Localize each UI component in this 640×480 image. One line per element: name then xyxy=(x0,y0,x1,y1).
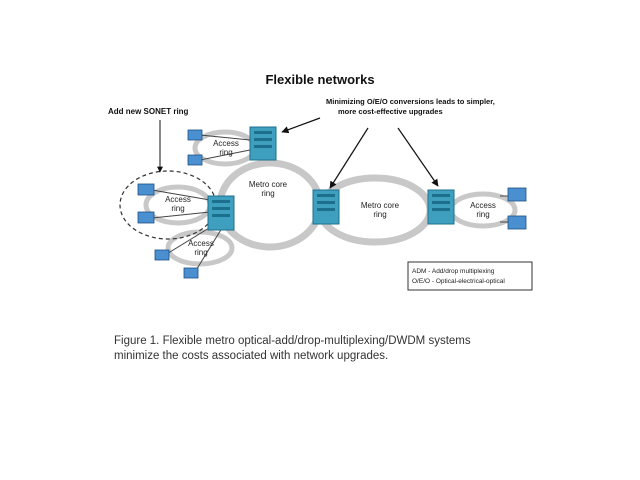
new-sonet-ring-outline xyxy=(119,170,217,240)
arrow-to-middle-node xyxy=(329,127,369,189)
device-dashed-2 xyxy=(137,211,155,224)
device-bottom-2 xyxy=(183,267,199,279)
device-bottom-1 xyxy=(154,249,170,261)
access-ring-right-label-2: ring xyxy=(476,210,489,219)
adm-node-right xyxy=(427,189,455,225)
arrow-to-top-node xyxy=(281,117,321,134)
device-dashed-1 xyxy=(137,183,155,196)
metro-core-left-label-1: Metro core xyxy=(249,180,288,189)
access-ring-bottom-label-2: ring xyxy=(194,248,207,257)
device-top-2 xyxy=(187,154,203,166)
access-ring-top-label-2: ring xyxy=(219,148,232,157)
minimizing-callout-line-2: more cost-effective upgrades xyxy=(338,107,443,116)
access-ring-dashed-label-2: ring xyxy=(171,204,184,213)
metro-core-right-label-1: Metro core xyxy=(361,201,400,210)
legend-line-2: O/E/O - Optical-electrical-optical xyxy=(412,278,505,285)
adm-node-left xyxy=(207,195,235,231)
adm-node-middle xyxy=(312,189,340,225)
device-right-1 xyxy=(507,187,527,202)
access-ring-top-label-1: Access xyxy=(213,139,239,148)
metro-core-ring-left xyxy=(216,159,324,251)
links xyxy=(151,134,510,273)
access-ring-dashed-label-1: Access xyxy=(165,195,191,204)
legend-box xyxy=(407,261,533,291)
device-right-2 xyxy=(507,215,527,230)
adm-node-top xyxy=(249,126,277,161)
metro-core-right-label-2: ring xyxy=(373,210,386,219)
caption-line-1: Figure 1. Flexible metro optical-add/dro… xyxy=(114,335,471,347)
caption-line-2: minimize the costs associated with netwo… xyxy=(114,350,389,362)
figure-title: Flexible networks xyxy=(265,72,375,87)
minimizing-callout-line-1: Minimizing O/E/O conversions leads to si… xyxy=(326,97,495,106)
access-ring-right-label-1: Access xyxy=(470,201,496,210)
metro-core-left-label-2: ring xyxy=(261,189,274,198)
legend-line-1: ADM - Add/drop multiplexing xyxy=(412,268,495,275)
access-ring-bottom-label-1: Access xyxy=(188,239,214,248)
client-devices xyxy=(137,129,527,279)
device-top-1 xyxy=(187,129,203,141)
add-ring-callout: Add new SONET ring xyxy=(108,107,189,116)
arrow-to-right-node xyxy=(397,127,439,187)
figure-caption: Figure 1. Flexible metro optical-add/dro… xyxy=(114,334,534,364)
